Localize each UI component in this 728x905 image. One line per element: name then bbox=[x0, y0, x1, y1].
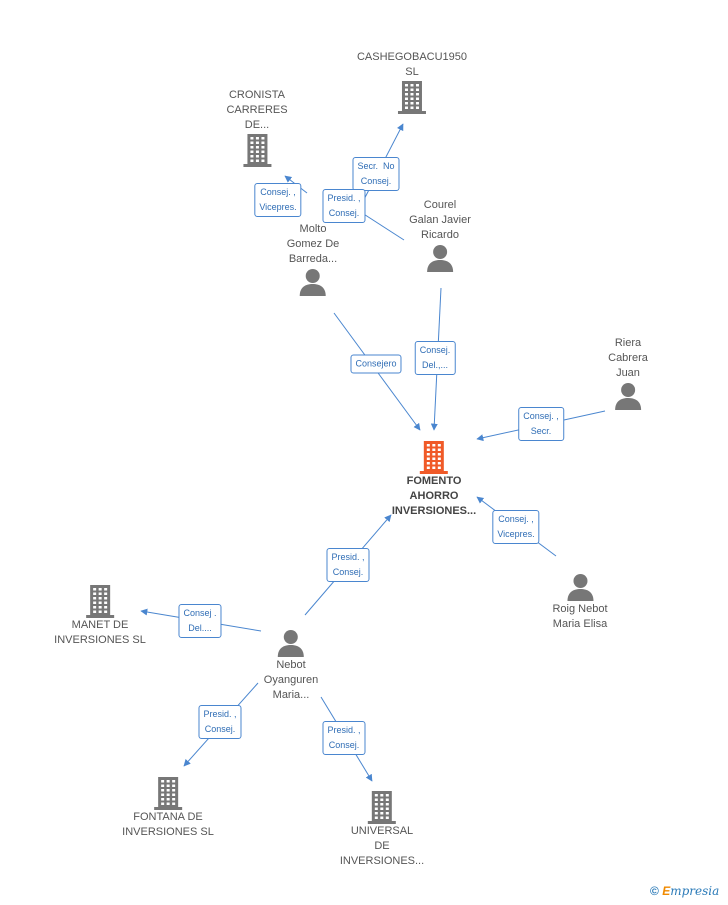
node-molto[interactable]: Molto Gomez De Barreda... bbox=[286, 222, 340, 297]
edge-role-label[interactable]: Consej. , Vicepres. bbox=[254, 183, 302, 217]
node-universal[interactable]: UNIVERSAL DE INVERSIONES... bbox=[340, 790, 424, 869]
person-icon bbox=[299, 269, 326, 296]
building-icon bbox=[85, 585, 114, 618]
edge-role-label[interactable]: Secr. No Consej. bbox=[352, 157, 400, 191]
building-icon bbox=[419, 441, 448, 474]
node-label[interactable]: Riera Cabrera Juan bbox=[608, 337, 648, 379]
edge-role-label[interactable]: Consej. , Vicepres. bbox=[492, 510, 540, 544]
person-icon bbox=[426, 245, 453, 272]
node-nebot[interactable]: Nebot Oyanguren Maria... bbox=[264, 628, 318, 703]
node-label[interactable]: CRONISTA CARRERES DE... bbox=[226, 89, 288, 131]
edge-role-label[interactable]: Consej. , Secr. bbox=[518, 407, 564, 441]
node-fomento[interactable]: FOMENTO AHORRO INVERSIONES... bbox=[392, 440, 476, 519]
node-courel[interactable]: Courel Galan Javier Ricardo bbox=[409, 198, 471, 273]
node-fontana[interactable]: FONTANA DE INVERSIONES SL bbox=[122, 776, 214, 840]
node-label[interactable]: FONTANA DE INVERSIONES SL bbox=[122, 811, 214, 838]
node-label[interactable]: Molto Gomez De Barreda... bbox=[286, 223, 340, 265]
edge-role-label[interactable]: Consejero bbox=[350, 354, 402, 374]
edge-role-label[interactable]: Presid. , Consej. bbox=[322, 721, 366, 755]
node-roig[interactable]: Roig Nebot Maria Elisa bbox=[552, 572, 608, 632]
node-label[interactable]: FOMENTO AHORRO INVERSIONES... bbox=[391, 475, 477, 517]
node-label[interactable]: Courel Galan Javier Ricardo bbox=[409, 199, 471, 241]
person-icon bbox=[278, 630, 304, 657]
node-label[interactable]: UNIVERSAL DE INVERSIONES... bbox=[339, 825, 425, 867]
brand-name: mpresia bbox=[670, 884, 720, 898]
person-icon bbox=[566, 574, 593, 601]
person-icon bbox=[615, 383, 641, 410]
edge-role-label[interactable]: Presid. , Consej. bbox=[326, 548, 370, 582]
building-icon bbox=[153, 777, 182, 810]
node-label[interactable]: Nebot Oyanguren Maria... bbox=[263, 659, 319, 701]
building-icon bbox=[397, 81, 426, 114]
node-label[interactable]: MANET DE INVERSIONES SL bbox=[54, 619, 146, 646]
brand-e-logo: E bbox=[662, 884, 671, 898]
node-riera[interactable]: Riera Cabrera Juan bbox=[608, 336, 648, 411]
edge-role-label[interactable]: Presid. , Consej. bbox=[322, 189, 366, 223]
node-label[interactable]: CASHEGOBACU1950 SL bbox=[356, 51, 468, 78]
node-label[interactable]: Roig Nebot Maria Elisa bbox=[552, 603, 608, 630]
node-cronista[interactable]: CRONISTA CARRERES DE... bbox=[226, 88, 288, 167]
building-icon bbox=[243, 134, 271, 167]
edge-role-label[interactable]: Consej. Del.,... bbox=[414, 341, 456, 375]
node-cashegobacu[interactable]: CASHEGOBACU1950 SL bbox=[357, 50, 467, 114]
empresia-brand[interactable]: © Empresia bbox=[650, 884, 719, 898]
node-manet[interactable]: MANET DE INVERSIONES SL bbox=[54, 584, 146, 648]
copyright-symbol: © bbox=[650, 884, 659, 898]
edge-role-label[interactable]: Presid. , Consej. bbox=[198, 705, 242, 739]
edge-role-label[interactable]: Consej . Del.... bbox=[178, 604, 222, 638]
building-icon bbox=[367, 791, 396, 824]
